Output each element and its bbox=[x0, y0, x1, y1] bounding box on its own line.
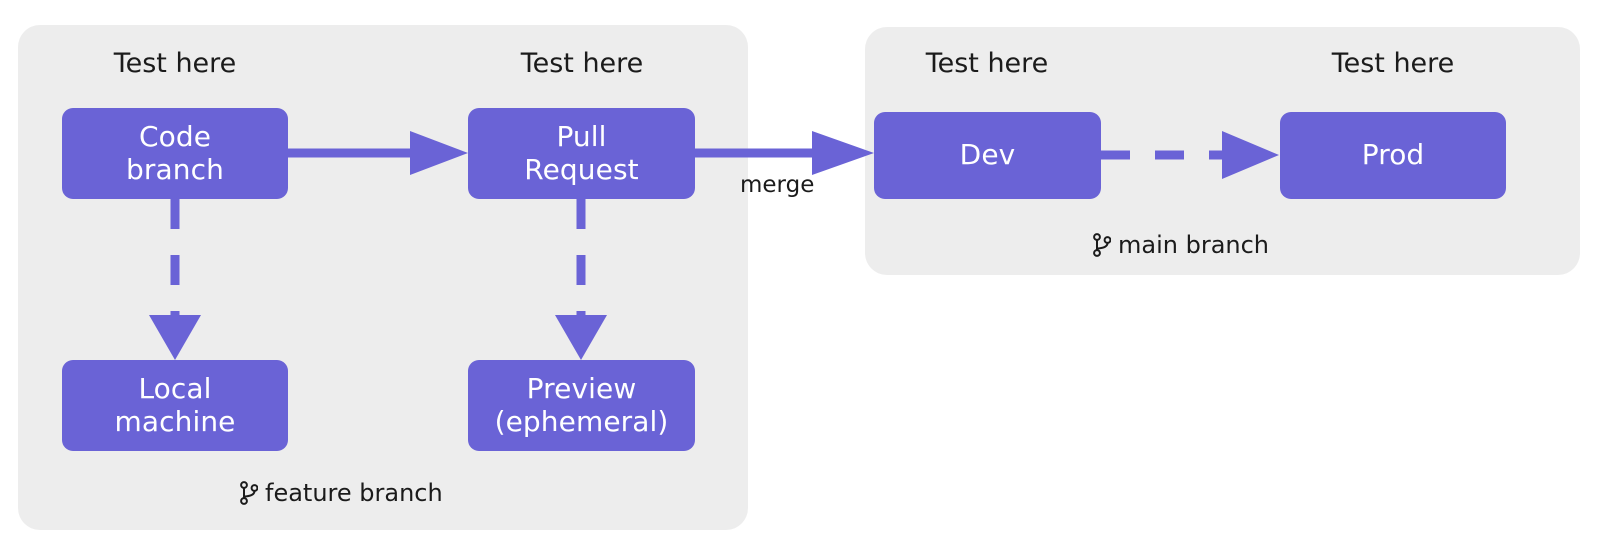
label-test-here-code: Test here bbox=[113, 48, 237, 79]
node-dev[interactable]: Dev bbox=[874, 112, 1101, 199]
node-code-branch[interactable]: Code branch bbox=[62, 108, 288, 199]
node-prod[interactable]: Prod bbox=[1280, 112, 1506, 199]
label-feature-branch-text: feature branch bbox=[265, 479, 443, 507]
node-code-branch-label: Code branch bbox=[126, 120, 224, 186]
node-prod-label: Prod bbox=[1361, 138, 1425, 172]
label-test-here-prod: Test here bbox=[1331, 48, 1455, 79]
label-feature-branch: feature branch bbox=[240, 479, 443, 507]
label-main-branch-text: main branch bbox=[1118, 231, 1270, 259]
node-local-machine[interactable]: Local machine bbox=[62, 360, 288, 451]
git-branch-icon bbox=[1093, 232, 1112, 258]
edge-label-merge: merge bbox=[740, 172, 815, 198]
git-branch-icon bbox=[240, 480, 259, 506]
node-pull-request[interactable]: Pull Request bbox=[468, 108, 695, 199]
panel-feature-branch bbox=[18, 25, 748, 530]
label-test-here-dev: Test here bbox=[925, 48, 1049, 79]
label-main-branch: main branch bbox=[1093, 231, 1269, 259]
node-preview[interactable]: Preview (ephemeral) bbox=[468, 360, 695, 451]
label-test-here-pr: Test here bbox=[520, 48, 644, 79]
node-pull-request-label: Pull Request bbox=[524, 120, 639, 186]
node-dev-label: Dev bbox=[959, 138, 1016, 172]
node-preview-label: Preview (ephemeral) bbox=[494, 372, 669, 438]
node-local-machine-label: Local machine bbox=[114, 372, 236, 438]
